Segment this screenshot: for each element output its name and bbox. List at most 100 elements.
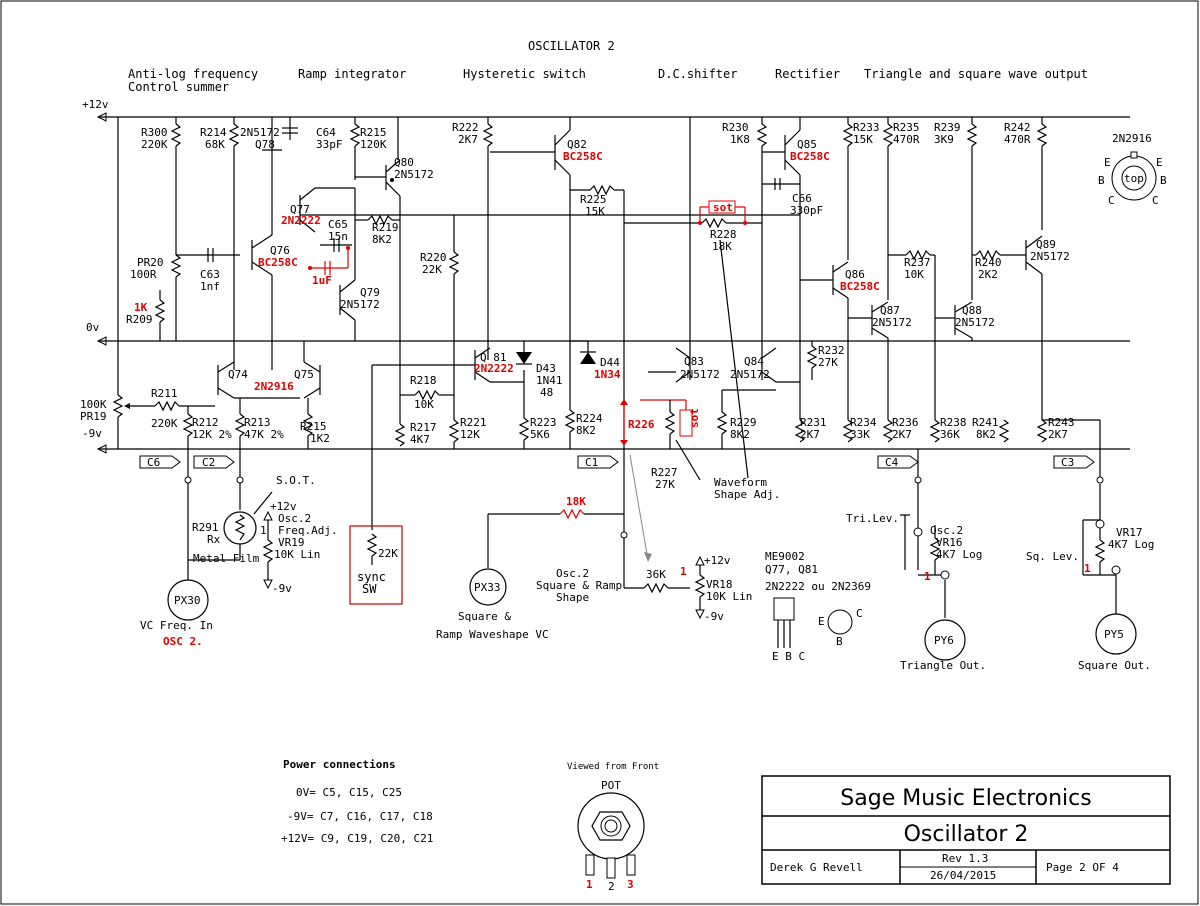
resistor-r226-ref: R226 (628, 418, 655, 431)
pinout-2n2916-pin-c2: C (1152, 194, 1159, 207)
resistor-r218: R218 10K (400, 374, 454, 411)
section-tri-sq: Triangle and square wave output (864, 67, 1088, 81)
capacitor-c63: C63 1nf (200, 248, 220, 293)
transistor-q87-ref: Q87 (880, 304, 900, 317)
power-connections: Power connections 0V= C5, C15, C25 -9V= … (281, 758, 433, 845)
capacitor-c65-ref: C65 (328, 218, 348, 231)
connector-c1: C1 (577, 455, 619, 469)
transistor-q80-type: 2N5172 (394, 168, 434, 181)
transistor-q81-type: 2N2222 (474, 362, 514, 375)
vr18-val: 10K Lin (706, 590, 752, 603)
resistor-r291: R291 Rx Metal Film S.O.T. (188, 449, 316, 565)
osc-shape-1: Osc.2 (556, 567, 589, 580)
resistor-r240-ref: R240 (975, 256, 1002, 269)
transistor-q76-ref: Q76 (270, 244, 290, 257)
resistor-r231: R231 2K7 (794, 416, 827, 443)
pinout-2n2916-pin-b1: B (1098, 174, 1105, 187)
osc-shape-2: Square & Ramp (536, 579, 622, 592)
vr19-ref: VR19 (278, 536, 305, 549)
resistor-r213-val: 47K 2% (244, 428, 284, 441)
me9002-legs: E B C (772, 650, 805, 663)
resistor-r231-val: 2K7 (800, 428, 820, 441)
waveform-shape-adj: Waveform Shape Adj. (675, 239, 780, 501)
transistor-q78: 2N5172 Q78 (240, 117, 282, 200)
diode-d44-val: 1N34 (594, 368, 621, 381)
rail-minus9-label: -9v (82, 427, 102, 440)
pinout-2n2916-pin-c1: C (1108, 194, 1115, 207)
resistor-r228: sot R228 18K (624, 200, 762, 253)
resistor-r215-top: R215 120K (349, 117, 387, 180)
resistor-r232-val: 27K (818, 356, 838, 369)
resistor-r229: R229 8K2 (716, 390, 757, 449)
transistor-q87: Q87 2N5172 (848, 301, 912, 420)
resistor-r219-val: 8K2 (372, 233, 392, 246)
transistor-q80-ref: Q80 (394, 156, 414, 169)
resistor-r215-val: 120K (360, 138, 387, 151)
sync-switch: 22K sync SW (349, 364, 475, 605)
transistor-q86-type: BC258C (840, 280, 880, 293)
me9002-pinout: ME9002 Q77, Q81 2N2222 ou 2N2369 E B C E… (765, 550, 871, 663)
py5-label: Square Out. (1078, 659, 1151, 672)
resistor-r223-val: 5K6 (530, 428, 550, 441)
capacitor-c64-ref: C64 (316, 126, 336, 139)
pinout-2n2916-pin-e2: E (1156, 156, 1163, 169)
resistor-r211-ref: R211 (151, 387, 178, 400)
title-block-author: Derek G Revell (770, 861, 863, 874)
section-dc-shifter: D.C.shifter (658, 67, 737, 81)
resistor-r238-ref: R238 (940, 416, 967, 429)
pinout-2n2916-pin-e1: E (1104, 156, 1111, 169)
capacitor-c66-ref: C66 (792, 192, 812, 205)
vr19-minus9: -9v (272, 582, 292, 595)
transistor-q76-type: BC258C (258, 256, 298, 269)
title-block-date: 26/04/2015 (930, 869, 996, 882)
resistor-r234: R234 33K (842, 416, 877, 443)
resistor-r220-ref: R220 (420, 251, 447, 264)
pinout-2n2916-title: 2N2916 (1112, 132, 1152, 145)
capacitor-1uf-label: 1uF (312, 274, 332, 287)
capacitor-c64-val: 33pF (316, 138, 343, 151)
vr16-val: 4K7 Log (936, 548, 982, 561)
pot-pr20-val: 100R (130, 268, 157, 281)
px30-sub: OSC 2. (163, 635, 203, 648)
diode-d44-ref: D44 (600, 356, 620, 369)
resistor-r222-val: 2K7 (458, 133, 478, 146)
resistor-r236-val: 2K7 (892, 428, 912, 441)
power-line-0v: 0V= C5, C15, C25 (296, 786, 402, 799)
vr19-name2: Freq.Adj. (278, 524, 338, 537)
resistor-r220: R220 22K (420, 215, 460, 420)
r291-note: Metal Film (193, 552, 260, 565)
transistor-q84-type: 2N5172 (730, 368, 770, 381)
vr17-ref: VR17 (1116, 526, 1143, 539)
resistor-r300-ref: R300 (141, 126, 168, 139)
resistor-r240: R240 2K2 (972, 249, 1026, 281)
resistor-r242-ref: R242 (1004, 121, 1031, 134)
section-rectifier: Rectifier (775, 67, 840, 81)
pot-pr20: PR20 100R (130, 254, 240, 341)
pot-vr19: +12v Osc.2 Freq.Adj. 1 VR19 10K Lin -9v (260, 500, 338, 595)
connector-c1-label: C1 (585, 456, 598, 469)
diode-d43: D43 1N41 48 (516, 341, 563, 399)
title-block: Sage Music Electronics Oscillator 2 Dere… (761, 775, 1171, 885)
transistor-q83: Q83 2N5172 (648, 117, 720, 383)
capacitor-c65-val: 15n (328, 230, 348, 243)
transistor-q88-type: 2N5172 (955, 316, 995, 329)
resistor-r217: R217 4K7 (394, 420, 437, 447)
input-px33: 18K PX33 Square & Ramp Waveshape VC (436, 495, 624, 641)
diode-d43-val: 1N41 (536, 374, 563, 387)
transistor-q81-ref: Q 81 (480, 351, 507, 364)
resistor-r238-val: 36K (940, 428, 960, 441)
resistor-r222-ref: R222 (452, 121, 479, 134)
resistor-r233: R233 15K (842, 117, 880, 260)
transistor-q75: Q75 2N2916 (254, 341, 321, 399)
transistor-q85: Q85 BC258C (762, 117, 830, 420)
resistor-r243-ref: R243 (1048, 416, 1075, 429)
resistor-r215-ref: R215 (360, 126, 387, 139)
resistor-r243: R243 2K7 (1036, 416, 1101, 480)
osc-shape-36k: 36K (646, 568, 666, 581)
resistor-r214-val: 68K (205, 138, 225, 151)
vr18-minus9: -9v (704, 610, 724, 623)
transistor-q75-type: 2N2916 (254, 380, 294, 393)
vr18-pin1: 1 (680, 565, 687, 578)
capacitor-c63-val: 1nf (200, 280, 220, 293)
transistor-q88: Q88 2N5172 (935, 301, 995, 341)
